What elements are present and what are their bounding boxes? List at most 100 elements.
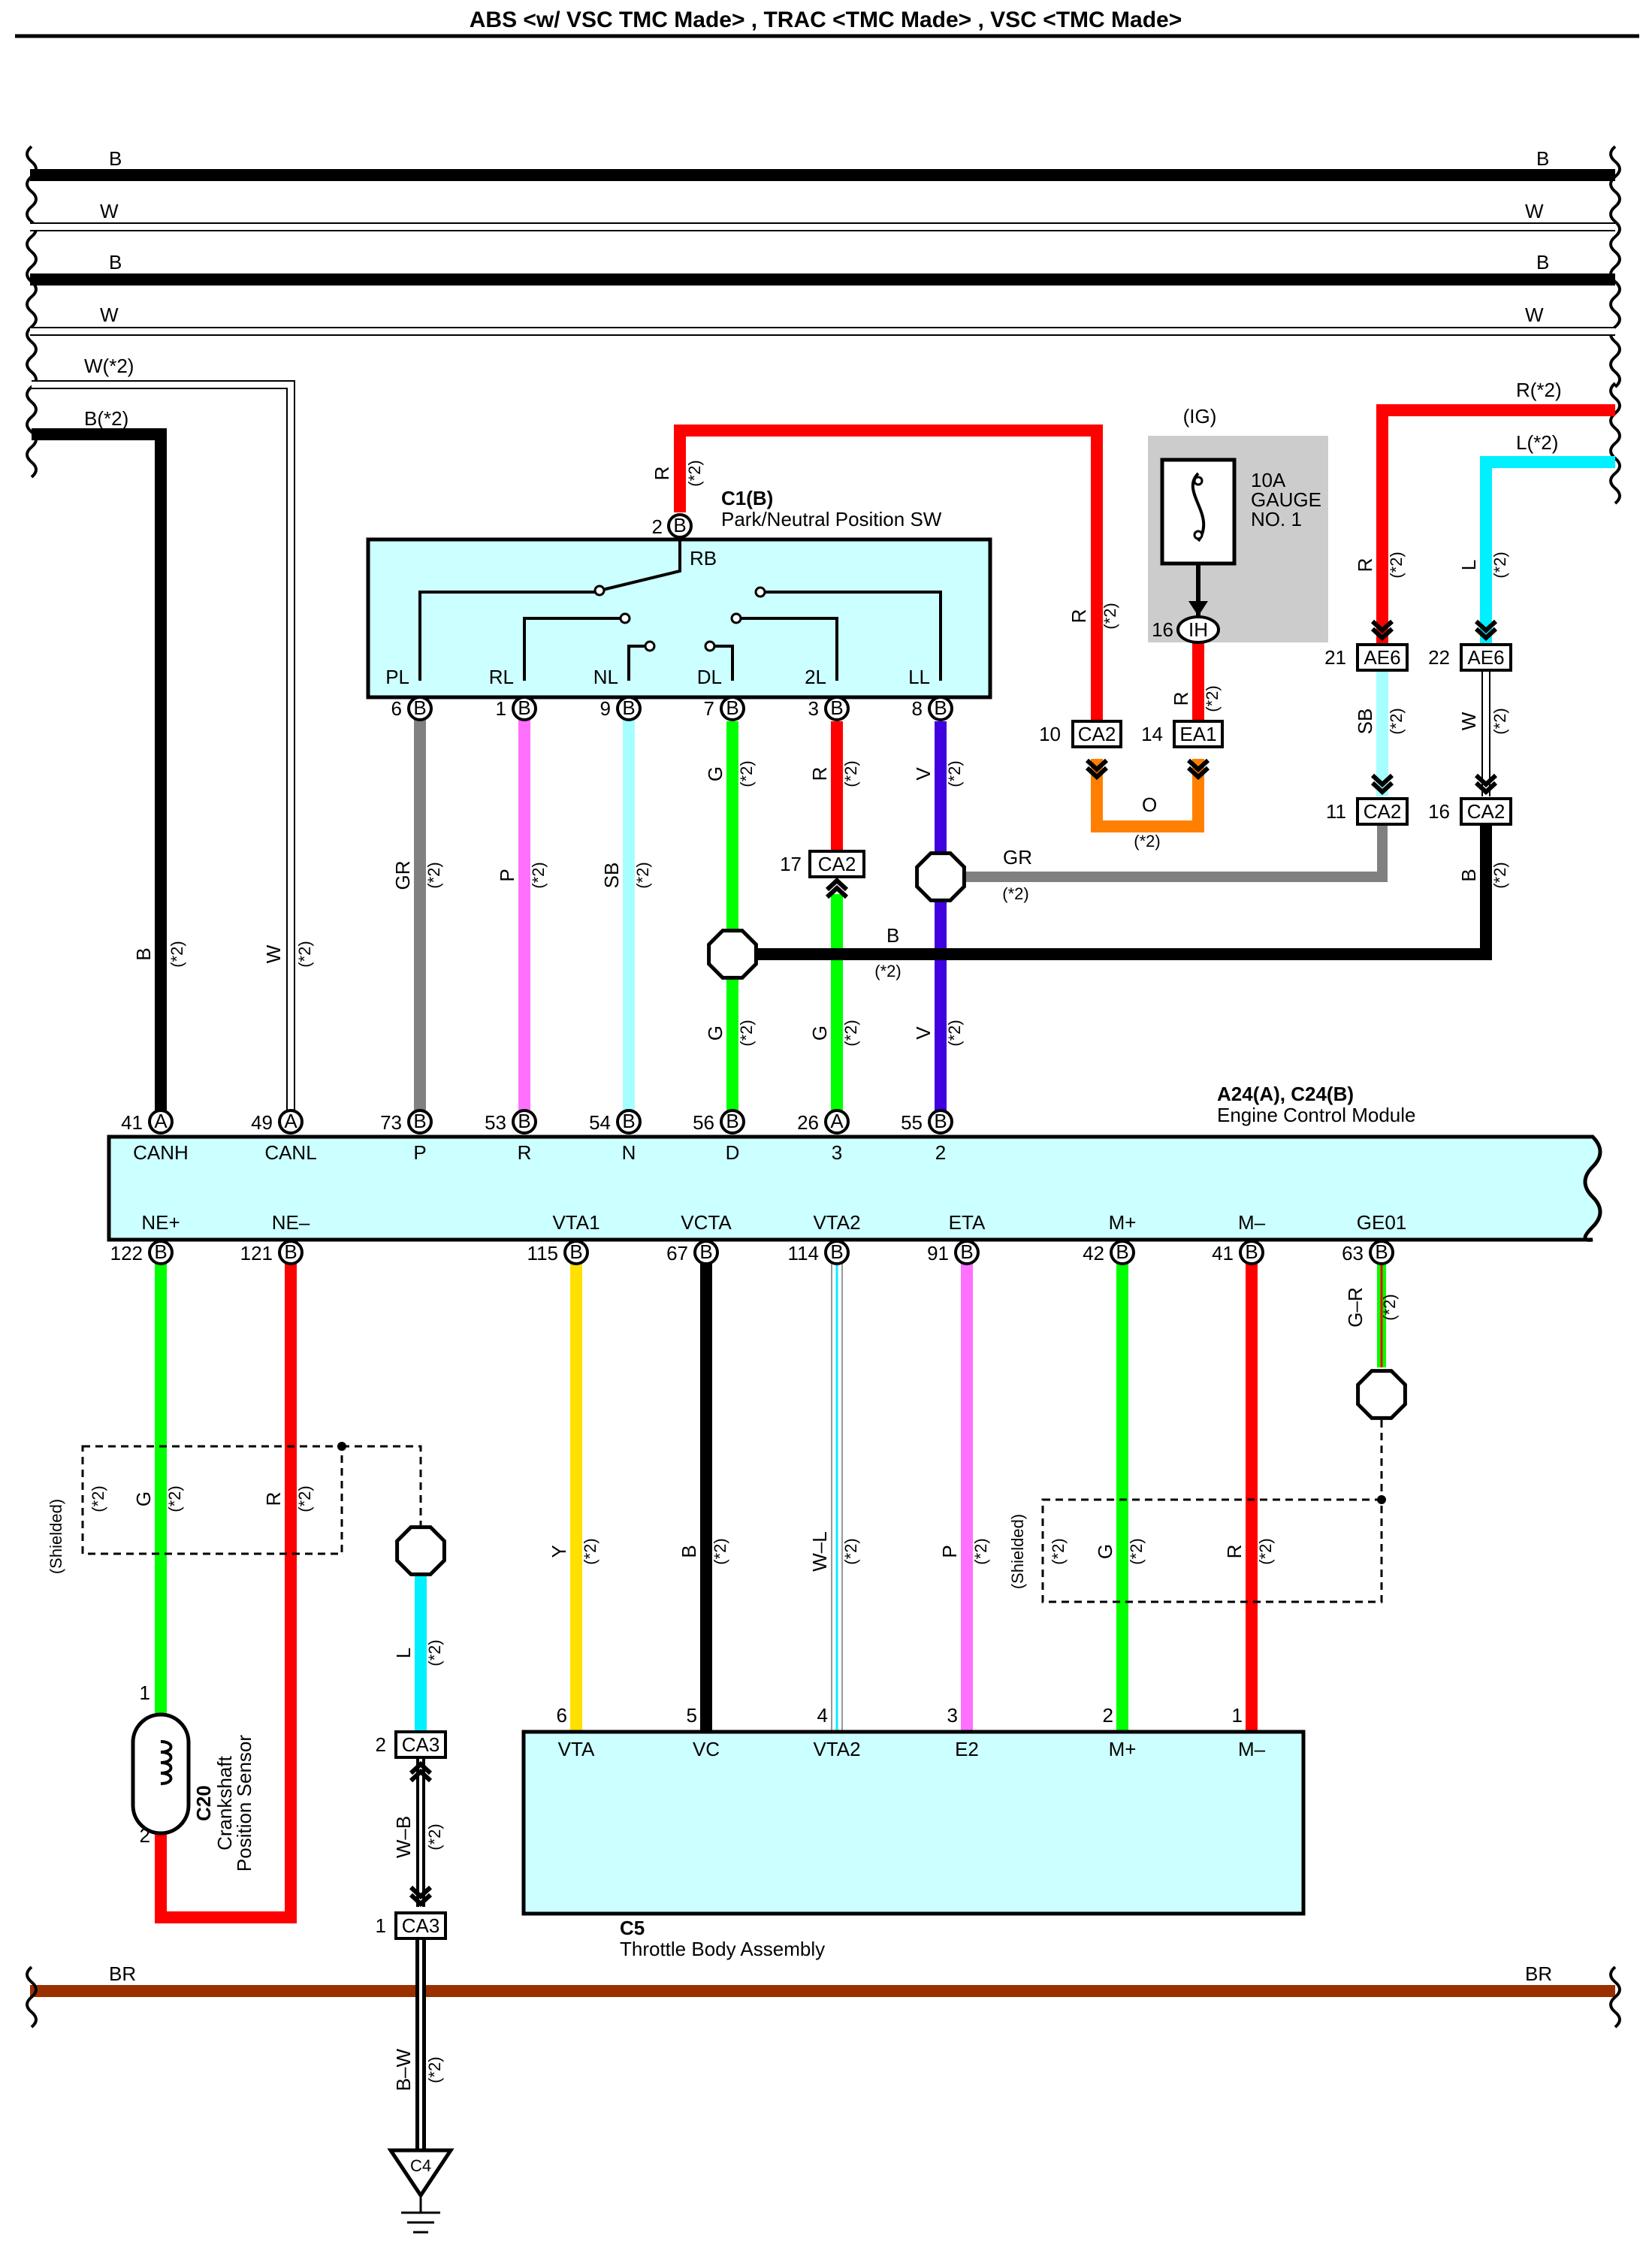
fuse-ig-label: (IG) [1183, 405, 1217, 428]
ecm-bottom-pin-VCTA [693, 1240, 719, 1265]
connector-ca3-1-label: CA3 [402, 1914, 440, 1937]
connector-ih-pin: 16 [1152, 618, 1173, 641]
chevron-ae6-22 [1474, 619, 1498, 634]
connector-ca2-16 [1460, 797, 1512, 826]
ecm-top-label-D: D [726, 1141, 740, 1164]
sensor-id: C20 [192, 1785, 215, 1821]
note-star2: (*2) [737, 1020, 756, 1046]
label-r-2l: R [808, 767, 831, 781]
throttle-pin-label-E2: E2 [955, 1738, 979, 1760]
label-b-canh: B [132, 947, 155, 960]
switch-contact-3 [627, 645, 650, 681]
label-g-ca2-17: G [808, 1026, 831, 1041]
connector-ca2-16-label: CA2 [1467, 800, 1506, 823]
chevron-ea1-14 [1186, 766, 1210, 781]
note-star2: (*2) [425, 1823, 444, 1850]
ecm-bottom-label-VTA1: VTA1 [552, 1211, 599, 1234]
ecm-bottom-pin-num-63: 63 [1342, 1242, 1364, 1264]
switch-pin-num-6: 6 [391, 697, 402, 720]
ecm-top-pin-CANL [278, 1109, 304, 1135]
label-l-ae6: L [1457, 560, 1480, 570]
connector-ae6-21 [1356, 643, 1409, 672]
ecm-bottom-pin-num-115: 115 [527, 1242, 558, 1264]
label-g-dl-top: G [704, 766, 726, 781]
note-star2: (*2) [685, 460, 704, 486]
connector-ca3-1-pin: 1 [376, 1914, 386, 1937]
connector-ca2-17 [808, 850, 865, 878]
connector-ih-label: IH [1188, 618, 1208, 641]
connector-ih [1176, 615, 1220, 644]
ecm-top-label-P: P [413, 1141, 426, 1164]
switch-name: Park/Neutral Position SW [721, 508, 942, 530]
shield-node-left [337, 1442, 346, 1451]
note-star2: (*2) [424, 862, 443, 888]
note-star2: (*2) [425, 1639, 444, 1666]
label-r-feed: R [651, 467, 673, 481]
throttle-pin-label-M–: M– [1238, 1738, 1266, 1760]
sensor-line-1: Crankshaft [213, 1755, 236, 1850]
label-sb-ae6: SB [1354, 709, 1376, 735]
throttle-pin-label-VC: VC [693, 1738, 720, 1760]
break-mark-0 [26, 145, 38, 479]
note-star2: (*2) [1203, 685, 1222, 712]
shield-box-left [81, 1445, 343, 1555]
throttle-pin-num-1: 1 [1232, 1704, 1243, 1727]
connector-ea1-14-pin: 14 [1141, 723, 1163, 745]
shielded-label-right: (Shielded) [1008, 1514, 1027, 1589]
chevron-ca3-1 [409, 1893, 433, 1908]
label-g-mplus: G [1094, 1544, 1116, 1559]
note-star2: (*2) [168, 941, 186, 967]
wire-gr-splice [941, 825, 1388, 882]
bus-label-br-right: BR [1525, 1962, 1552, 1985]
chevron-ca2-17 [825, 884, 849, 899]
throttle-pin-label-VTA: VTA [558, 1738, 595, 1760]
ecm-bottom-label-NE–: NE– [272, 1211, 310, 1234]
chevron-ca2-10 [1085, 766, 1109, 781]
label-wb: W–B [392, 1816, 415, 1858]
ecm-top-pin-num-55: 55 [901, 1111, 923, 1134]
ecm-top-pin-2 [928, 1109, 953, 1135]
fuse-line-3: NO. 1 [1251, 508, 1302, 530]
label-sb-nl: SB [600, 863, 623, 889]
ecm-bottom-label-M+: M+ [1109, 1211, 1137, 1234]
wire-r-switch-feed [674, 425, 1103, 733]
note-star2: (*2) [1134, 832, 1160, 851]
ecm-bottom-label-VTA2: VTA2 [813, 1211, 860, 1234]
throttle-pin-label-M+: M+ [1109, 1738, 1137, 1760]
ecm-top-pin-2-letter: B [934, 1110, 947, 1132]
bus-label-b-left: B [109, 147, 122, 170]
label-y: Y [548, 1545, 570, 1558]
ecm-bottom-pin-num-114: 114 [788, 1242, 819, 1264]
ecm-bottom-label-VCTA: VCTA [681, 1211, 732, 1234]
switch-terminal-PL: PL [385, 666, 409, 688]
connector-ca2-10-label: CA2 [1078, 723, 1116, 745]
shield-drain-left [342, 1445, 422, 1525]
switch-pin-3 [824, 696, 850, 721]
note-star2: (*2) [633, 862, 652, 888]
note-star2: (*2) [165, 1485, 184, 1512]
note-star2: (*2) [945, 1020, 964, 1046]
ecm-bottom-pin-M+-letter: B [1116, 1240, 1128, 1263]
shielded-label-left: (Shielded) [47, 1499, 65, 1574]
chevron-ca2-16 [1474, 781, 1498, 796]
bus-label-b-star2: B(*2) [84, 407, 128, 430]
note-star2: (*2) [89, 1485, 107, 1512]
connector-ea1-14-label: EA1 [1179, 723, 1216, 745]
note-star2: (*2) [841, 760, 860, 787]
fuse-node-bottom [1193, 530, 1204, 540]
ecm-top-pin-R [512, 1109, 537, 1135]
label-p-rl: P [496, 869, 518, 881]
ecm-bottom-pin-num-41: 41 [1212, 1242, 1234, 1264]
ecm-top-pin-num-54: 54 [589, 1111, 611, 1134]
switch-contact-point-2 [644, 640, 656, 652]
label-r-ca2-10: R [1068, 609, 1090, 624]
label-wl: W–L [808, 1531, 831, 1571]
ecm-top-label-2: 2 [935, 1141, 946, 1164]
ecm-top-pin-D [720, 1109, 745, 1135]
connector-ca3-2-pin: 2 [376, 1733, 386, 1756]
ecm-top-pin-P [407, 1109, 433, 1135]
switch-pin-6-letter: B [413, 696, 426, 719]
switch-pin-6 [407, 696, 433, 721]
ecm-bottom-label-ETA: ETA [949, 1211, 986, 1234]
throttle-name: Throttle Body Assembly [620, 1938, 825, 1960]
